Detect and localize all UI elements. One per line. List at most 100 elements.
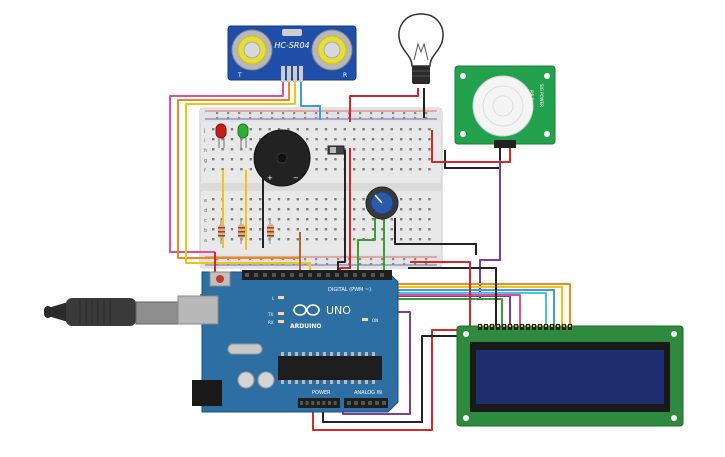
hole <box>230 128 234 131</box>
hole <box>230 238 234 241</box>
led-red[interactable] <box>215 123 227 148</box>
hole <box>249 218 252 221</box>
pir-mount-hole <box>460 131 466 137</box>
hole <box>381 263 384 266</box>
hole <box>370 112 373 115</box>
hole <box>316 401 320 405</box>
sensor-model-label: HC-SR04 <box>274 41 309 50</box>
piezo-buzzer[interactable]: + − <box>253 129 311 187</box>
hole <box>353 158 356 161</box>
hole <box>304 263 307 266</box>
hole <box>230 158 234 161</box>
hole <box>403 263 406 266</box>
pir-sensor[interactable]: PIR Sensor SIG POWER <box>454 65 556 148</box>
hole <box>335 273 339 277</box>
hole <box>282 112 285 115</box>
wire-pot-3[interactable] <box>394 218 477 255</box>
pir-label: PIR Sensor <box>529 90 534 112</box>
hole <box>326 112 329 115</box>
hole <box>371 128 375 131</box>
hole <box>306 238 309 241</box>
wire-gnd-lcd[interactable] <box>322 335 490 423</box>
hole <box>268 208 271 211</box>
hole <box>425 112 428 115</box>
hole <box>293 263 296 266</box>
bottom-header-holes <box>300 401 386 405</box>
hole <box>381 168 384 171</box>
hole <box>324 148 328 151</box>
wire-sensor-echo[interactable] <box>185 82 311 272</box>
hole <box>299 273 303 277</box>
hole <box>334 208 337 211</box>
wire-5v-lcd[interactable] <box>312 329 484 431</box>
hole <box>249 258 252 261</box>
analog-label: ANALOG IN <box>354 390 382 396</box>
wire-bulb-2[interactable] <box>349 88 419 122</box>
sensor-crystal <box>282 29 302 36</box>
hole <box>230 148 234 151</box>
sensor-transducer-right <box>311 29 353 71</box>
wire-lcd-red[interactable] <box>410 261 471 326</box>
hole <box>260 112 263 115</box>
hole <box>390 168 393 171</box>
hole <box>309 380 312 384</box>
led-green[interactable] <box>237 123 249 148</box>
wire-pir-vcc[interactable] <box>431 130 511 163</box>
hole <box>216 258 219 261</box>
row-letter: c <box>204 218 207 224</box>
hole <box>324 158 328 161</box>
hole <box>343 148 346 151</box>
wire-pir-sig[interactable] <box>479 160 501 300</box>
on-label: ON <box>372 318 378 323</box>
resistor-2[interactable] <box>238 218 245 244</box>
light-bulb[interactable] <box>398 13 444 84</box>
hole <box>428 148 431 151</box>
arduino-brand: ARDUINO <box>290 323 321 330</box>
wire-sensor-gnd[interactable] <box>300 82 321 120</box>
wire-pir-gnd[interactable] <box>444 146 501 169</box>
hole <box>249 158 252 161</box>
hole <box>296 128 299 131</box>
wire-pot-2[interactable] <box>357 218 376 272</box>
hole <box>403 112 406 115</box>
arduino-uno[interactable]: DIGITAL (PWM ~) L TX RX ARDUINO UNO ON P… <box>177 270 399 413</box>
hole <box>521 325 523 327</box>
hole <box>288 380 291 384</box>
hole <box>277 218 281 221</box>
hole <box>230 168 234 171</box>
wire-black-rail[interactable] <box>337 150 346 274</box>
resistor-1[interactable] <box>218 218 225 244</box>
hole <box>306 218 309 221</box>
hole <box>249 208 252 211</box>
hole <box>322 401 326 405</box>
hole <box>428 128 431 131</box>
ultrasonic-sensor[interactable]: HC-SR04 T R <box>227 25 357 82</box>
hole <box>353 238 356 241</box>
lcd-display[interactable] <box>456 324 684 427</box>
wire-lcd-black[interactable] <box>408 267 497 326</box>
hole <box>428 198 431 201</box>
resistor-3[interactable] <box>267 218 274 244</box>
hole <box>315 238 318 241</box>
hole <box>409 208 412 211</box>
hole <box>296 238 299 241</box>
board-leds: L TX RX <box>267 296 284 325</box>
hole <box>260 117 263 120</box>
hole <box>324 218 328 221</box>
hole <box>230 218 234 221</box>
hole <box>296 228 299 231</box>
hole <box>353 208 356 211</box>
potentiometer[interactable] <box>365 186 399 220</box>
hole <box>362 198 365 201</box>
crystal <box>227 343 263 355</box>
row-letter: a <box>204 238 207 244</box>
hole <box>315 228 318 231</box>
slide-switch[interactable] <box>327 145 345 155</box>
hole <box>390 218 393 221</box>
hole <box>418 238 422 241</box>
pir-label: SIG POWER <box>539 84 544 107</box>
pir-mount-hole <box>460 73 466 79</box>
hole <box>557 325 559 327</box>
usb-plug-body <box>66 298 136 326</box>
hole <box>362 218 365 221</box>
